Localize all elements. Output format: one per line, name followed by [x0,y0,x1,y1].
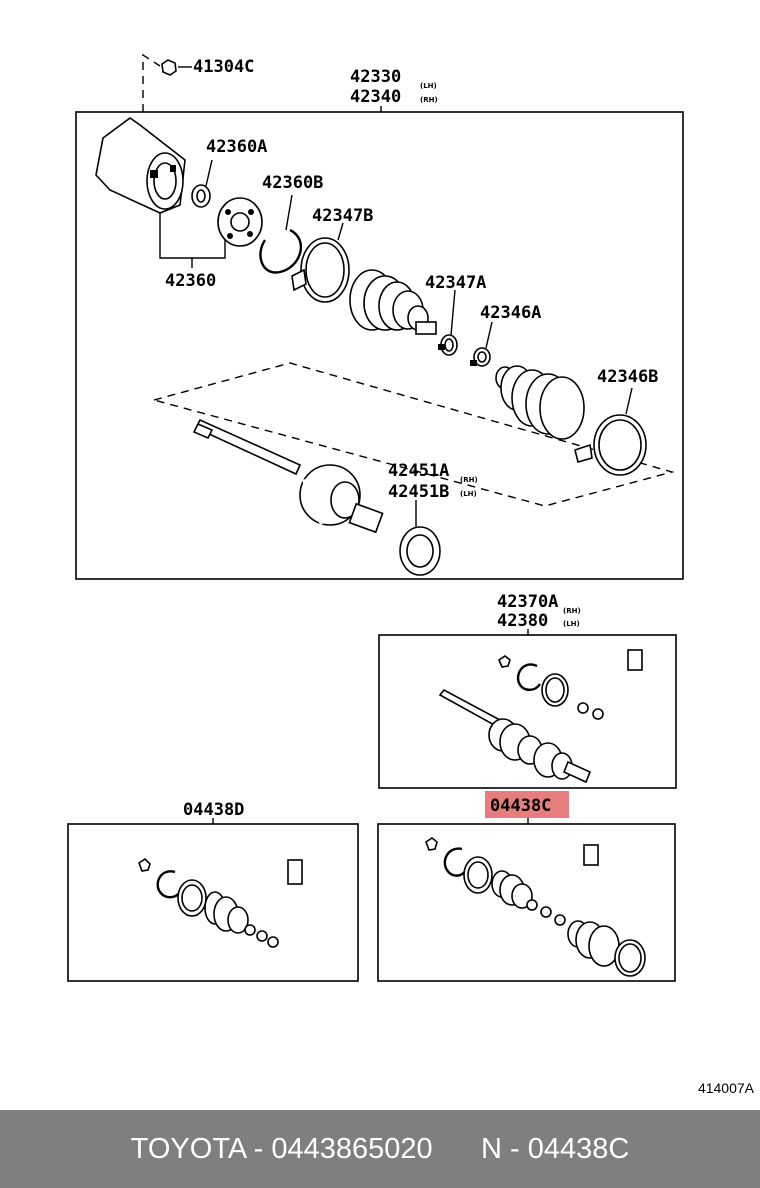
bracket-42360 [159,213,226,259]
footer-text: TOYOTA - 0443865020 N - 04438C [130,1132,630,1165]
label-42330: 42330 [350,67,401,87]
nut-41304c[interactable] [161,59,177,76]
label-42346a: 42346A [480,303,541,323]
label-42330-side: (LH) [420,82,437,90]
diagram-code: 414007A [697,1080,754,1096]
outer-boot[interactable] [349,269,437,335]
label-42347a: 42347A [425,273,486,293]
boot-clamp-42346a[interactable] [470,347,491,367]
label-42451b: 42451B [388,482,449,502]
kit-04438d-parts[interactable] [138,857,303,948]
kit-04438d-box [67,823,359,982]
kit-42370a-box [378,634,677,789]
label-42340-side: (RH) [420,96,438,104]
label-42451a-side: (RH) [460,476,478,484]
snap-ring-42360b[interactable] [259,228,302,274]
highlight-04438c [485,791,569,818]
label-42347b: 42347B [312,206,373,226]
footer-bar: TOYOTA - 0443865020 N - 04438C [0,1110,760,1188]
kit-04438c-parts[interactable] [425,837,646,977]
drive-shaft-assembly-box [75,111,684,580]
label-41304c: 41304C [193,57,254,77]
inner-assembly-outline [151,362,675,507]
label-42360b: 42360B [262,173,323,193]
boot-clamp-42346b[interactable] [574,414,647,476]
label-42340: 42340 [350,87,401,107]
label-04438d: 04438D [183,800,244,820]
nut-leader [142,53,161,112]
dust-deflector-42451[interactable] [399,526,441,576]
label-42380-side: (LH) [563,620,580,628]
label-42360a: 42360A [206,137,267,157]
parts-diagram: 41304C 42330 (LH) 42340 (RH) 42360A 4236… [67,53,684,982]
inner-race-cage[interactable] [217,197,263,247]
boot-clamp-42347a[interactable] [438,334,458,356]
inner-boot[interactable] [495,365,585,440]
label-42370a: 42370A [497,592,558,612]
label-42370a-side: (RH) [563,607,581,615]
boot-clamp-42347b[interactable] [291,237,350,303]
label-04438c[interactable]: 04438C [490,796,551,816]
kit-42370a-parts[interactable] [438,649,643,784]
kit-04438c-box [377,823,676,982]
label-42451b-side: (LH) [460,490,477,498]
label-42451a: 42451A [388,461,449,481]
label-42346b: 42346B [597,367,658,387]
snap-ring-42360a[interactable] [191,184,211,208]
outer-joint-housing[interactable] [95,117,186,214]
drive-shaft[interactable] [192,418,384,534]
label-42360: 42360 [165,271,216,291]
label-42380: 42380 [497,611,548,631]
